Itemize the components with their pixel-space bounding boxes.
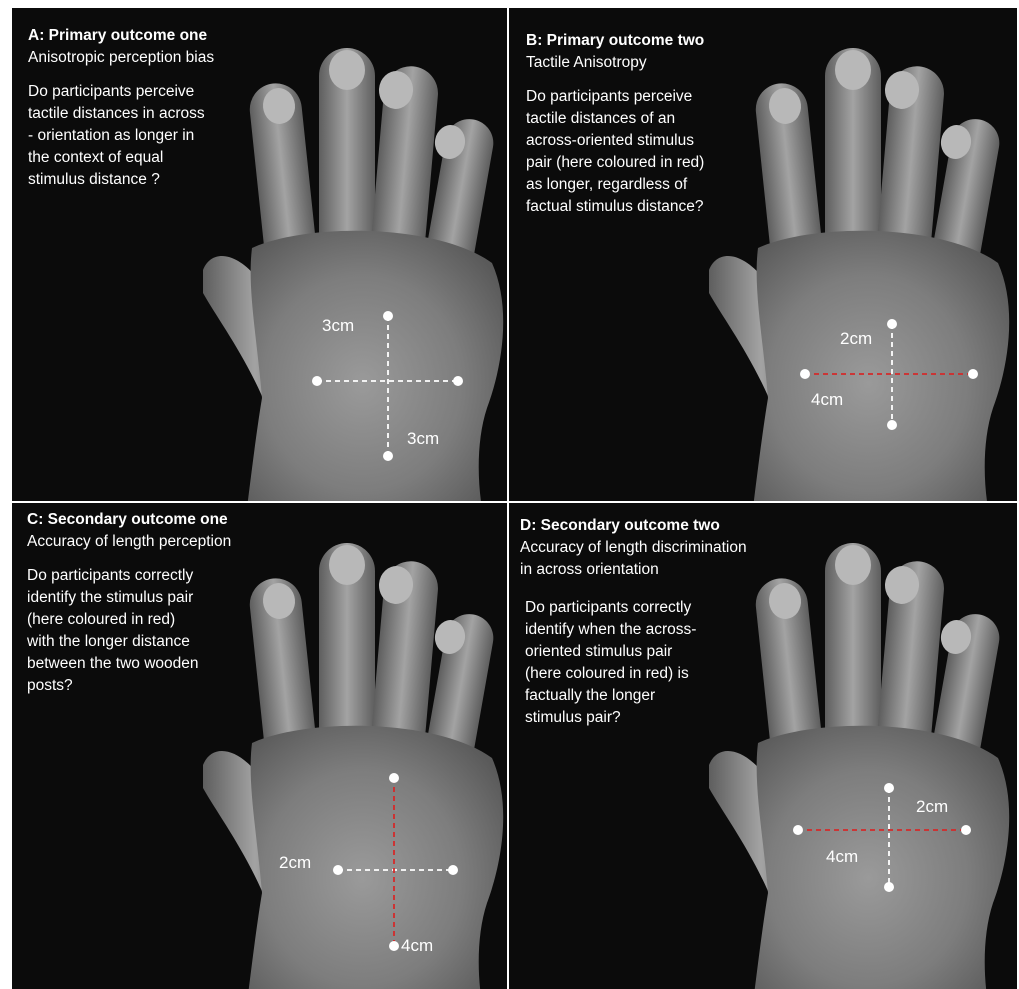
subtitle-line: in across orientation <box>520 559 820 581</box>
panel-subtitle: Anisotropic perception bias <box>28 47 328 69</box>
question-line: factual stimulus distance? <box>526 196 826 218</box>
panel-heading: C: Secondary outcome one <box>27 509 327 531</box>
distance-label: 4cm <box>811 390 843 410</box>
stimulus-point <box>312 376 322 386</box>
panel-heading: D: Secondary outcome two <box>520 515 820 537</box>
question-line: (here coloured in red) <box>27 609 327 631</box>
distance-label: 2cm <box>916 797 948 817</box>
panel-text: B: Primary outcome two Tactile Anisotrop… <box>526 30 826 218</box>
stimulus-point <box>389 941 399 951</box>
question-line: Do participants perceive <box>28 81 328 103</box>
question-line: Do participants correctly <box>27 565 327 587</box>
panel-heading: B: Primary outcome two <box>526 30 826 52</box>
panel-a: A: Primary outcome one Anisotropic perce… <box>12 8 507 501</box>
question-line: Do participants correctly <box>525 597 820 619</box>
stimulus-point <box>800 369 810 379</box>
stimulus-point <box>884 783 894 793</box>
stimulus-point <box>389 773 399 783</box>
question-line: stimulus pair? <box>525 707 820 729</box>
panel-heading: A: Primary outcome one <box>28 25 328 47</box>
panel-question: Do participants perceive tactile distanc… <box>28 81 328 191</box>
stimulus-point <box>884 882 894 892</box>
panel-d: D: Secondary outcome two Accuracy of len… <box>509 503 1017 989</box>
question-line: as longer, regardless of <box>526 174 826 196</box>
question-line: tactile distances of an <box>526 108 826 130</box>
subtitle-line: Accuracy of length discrimination <box>520 537 820 559</box>
stimulus-point <box>961 825 971 835</box>
question-line: the context of equal <box>28 147 328 169</box>
panel-subtitle: Accuracy of length discrimination in acr… <box>520 537 820 581</box>
question-line: posts? <box>27 675 327 697</box>
stimulus-point <box>383 311 393 321</box>
panel-subtitle: Accuracy of length perception <box>27 531 327 553</box>
distance-label: 4cm <box>401 936 433 956</box>
question-line: stimulus distance ? <box>28 169 328 191</box>
question-line: tactile distances in across <box>28 103 328 125</box>
question-line: (here coloured in red) is <box>525 663 820 685</box>
distance-label: 2cm <box>840 329 872 349</box>
stimulus-point <box>448 865 458 875</box>
panel-question: Do participants correctly identify the s… <box>27 565 327 697</box>
question-line: factually the longer <box>525 685 820 707</box>
panel-subtitle: Tactile Anisotropy <box>526 52 826 74</box>
panel-c: C: Secondary outcome one Accuracy of len… <box>12 503 507 989</box>
distance-label: 3cm <box>407 429 439 449</box>
question-line: with the longer distance <box>27 631 327 653</box>
stimulus-point <box>333 865 343 875</box>
stimulus-point <box>383 451 393 461</box>
panel-text: C: Secondary outcome one Accuracy of len… <box>27 509 327 697</box>
panel-b: B: Primary outcome two Tactile Anisotrop… <box>509 8 1017 501</box>
question-line: across-oriented stimulus <box>526 130 826 152</box>
stimulus-point <box>887 420 897 430</box>
stimulus-point <box>887 319 897 329</box>
panel-question: Do participants perceive tactile distanc… <box>526 86 826 218</box>
question-line: pair (here coloured in red) <box>526 152 826 174</box>
distance-label: 3cm <box>322 316 354 336</box>
panel-text: D: Secondary outcome two Accuracy of len… <box>520 515 820 729</box>
question-line: identify when the across- <box>525 619 820 641</box>
panel-question: Do participants correctly identify when … <box>525 597 820 729</box>
distance-label: 2cm <box>279 853 311 873</box>
distance-label: 4cm <box>826 847 858 867</box>
question-line: - orientation as longer in <box>28 125 328 147</box>
question-line: identify the stimulus pair <box>27 587 327 609</box>
stimulus-point <box>968 369 978 379</box>
panel-text: A: Primary outcome one Anisotropic perce… <box>28 25 328 191</box>
stimulus-point <box>453 376 463 386</box>
question-line: between the two wooden <box>27 653 327 675</box>
question-line: Do participants perceive <box>526 86 826 108</box>
question-line: oriented stimulus pair <box>525 641 820 663</box>
stimulus-point <box>793 825 803 835</box>
